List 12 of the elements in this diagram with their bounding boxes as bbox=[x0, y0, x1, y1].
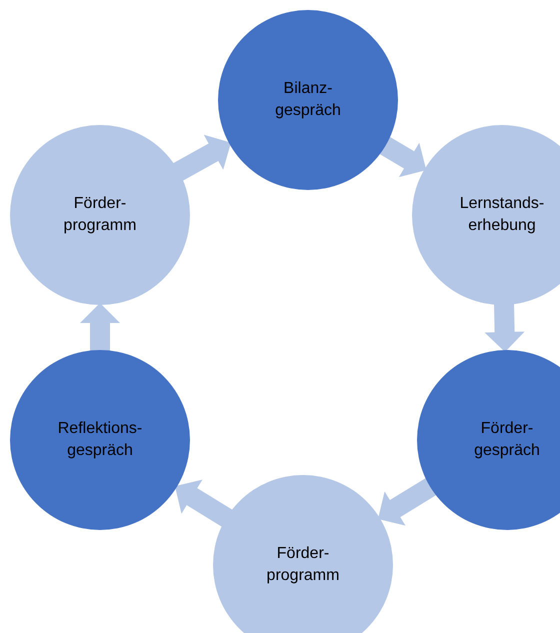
stage-label: Reflektions- gespräch bbox=[58, 419, 142, 461]
block-arrow bbox=[174, 480, 234, 528]
block-arrow bbox=[80, 303, 120, 352]
stage-label: Förder- gespräch bbox=[474, 419, 540, 461]
stage-label: Lernstands- erhebung bbox=[460, 194, 544, 236]
block-arrow bbox=[484, 302, 525, 352]
stage-label: Förder- programm bbox=[266, 544, 340, 586]
stage-label: Bilanz- gespräch bbox=[275, 79, 341, 121]
block-arrow bbox=[378, 136, 426, 178]
block-arrow bbox=[172, 134, 231, 182]
block-arrow bbox=[378, 478, 438, 526]
stage-label: Förder- programm bbox=[64, 194, 136, 236]
